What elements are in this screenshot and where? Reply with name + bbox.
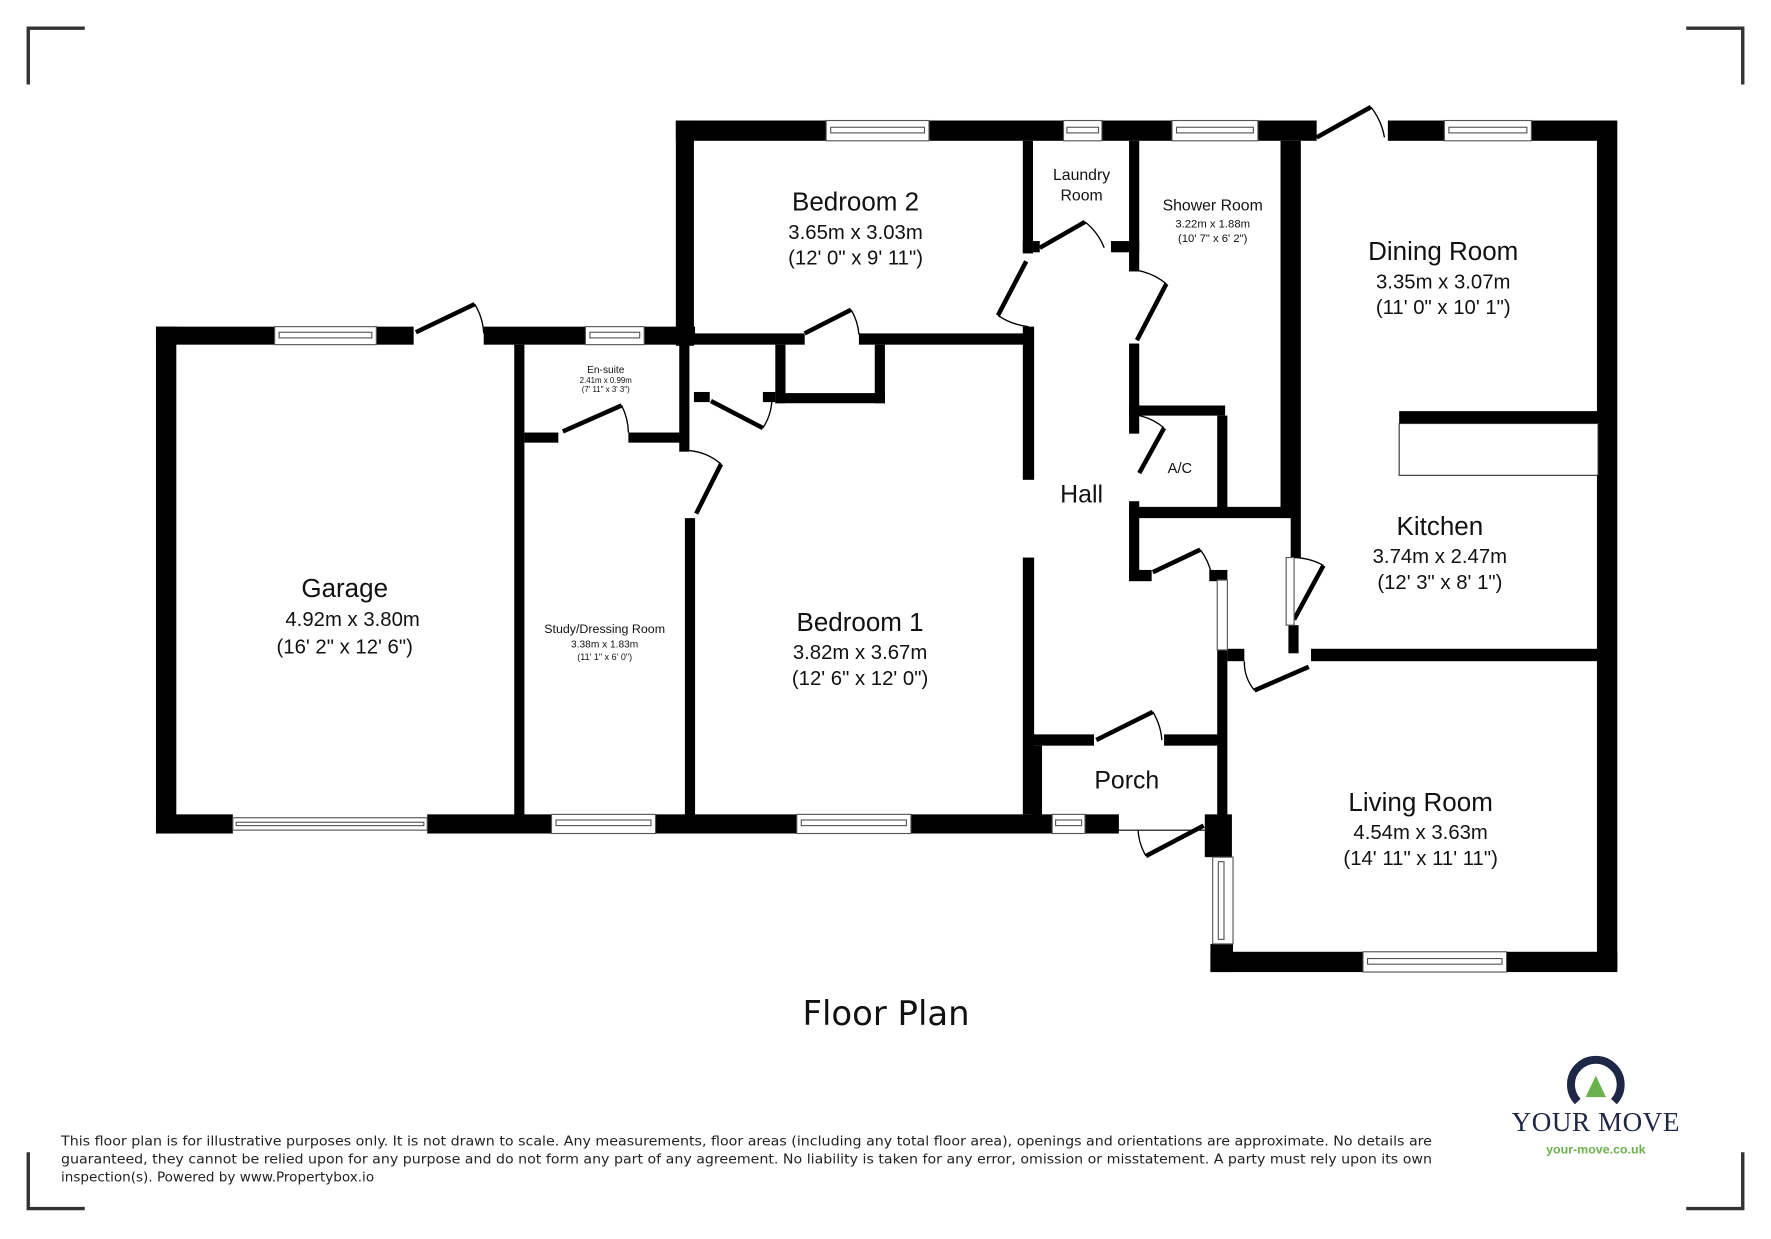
- svg-text:(11' 0" x 10' 1"): (11' 0" x 10' 1"): [1376, 297, 1511, 319]
- svg-text:Bedroom 1: Bedroom 1: [797, 609, 924, 637]
- logo-arrow-icon: [1585, 1075, 1606, 1098]
- window-ensuite: [584, 326, 645, 346]
- windows: [232, 119, 1532, 973]
- svg-text:4.92m x 3.80m: 4.92m x 3.80m: [285, 609, 419, 631]
- svg-text:This floor plan is for illustr: This floor plan is for illustrative purp…: [60, 1134, 1432, 1150]
- room-label-bedroom2: Bedroom 2 3.65m x 3.03m (12' 0" x 9' 11"…: [788, 189, 923, 270]
- room-label-hall: Hall: [1060, 481, 1103, 508]
- svg-text:2.41m x 0.99m: 2.41m x 0.99m: [580, 376, 633, 385]
- svg-text:(12' 3" x 8' 1"): (12' 3" x 8' 1"): [1377, 572, 1502, 594]
- svg-text:Living Room: Living Room: [1348, 789, 1492, 817]
- room-label-kitchen: Kitchen 3.74m x 2.47m (12' 3" x 8' 1"): [1373, 513, 1507, 594]
- window-dining: [1443, 119, 1532, 142]
- svg-text:Shower Room: Shower Room: [1163, 198, 1263, 215]
- svg-text:Garage: Garage: [301, 575, 388, 603]
- svg-text:inspection(s). Powered by www.: inspection(s). Powered by www.Propertybo…: [61, 1170, 374, 1186]
- window-bedroom1: [796, 813, 912, 835]
- room-label-ensuite: En-suite 2.41m x 0.99m (7' 11" x 3' 3"): [580, 365, 633, 394]
- svg-text:Laundry: Laundry: [1053, 167, 1110, 184]
- svg-text:3.65m x 3.03m: 3.65m x 3.03m: [788, 222, 922, 244]
- room-label-ac: A/C: [1168, 461, 1193, 477]
- window-study: [550, 813, 657, 835]
- svg-text:Room: Room: [1060, 188, 1102, 205]
- window-laundry: [1062, 119, 1103, 142]
- svg-text:(10' 7" x 6' 2"): (10' 7" x 6' 2"): [1178, 233, 1248, 245]
- svg-text:Hall: Hall: [1060, 481, 1103, 508]
- svg-text:guaranteed, they cannot be rel: guaranteed, they cannot be relied upon f…: [61, 1152, 1432, 1168]
- logo-ring-icon: [1567, 1055, 1625, 1105]
- svg-text:(11' 1" x 6' 0"): (11' 1" x 6' 0"): [577, 652, 632, 662]
- svg-text:(7' 11" x 3' 3"): (7' 11" x 3' 3"): [582, 385, 630, 394]
- room-label-dining: Dining Room 3.35m x 3.07m (11' 0" x 10' …: [1368, 238, 1518, 319]
- window-bedroom2: [825, 119, 930, 142]
- svg-text:(12' 6" x 12' 0"): (12' 6" x 12' 0"): [792, 668, 928, 690]
- window-garage-top: [274, 326, 377, 346]
- window-shower: [1171, 119, 1259, 142]
- window-living-bottom: [1362, 951, 1508, 973]
- svg-text:A/C: A/C: [1168, 461, 1193, 477]
- svg-text:3.35m x 3.07m: 3.35m x 3.07m: [1376, 271, 1510, 293]
- room-label-study: Study/Dressing Room 3.38m x 1.83m (11' 1…: [544, 622, 665, 662]
- window-living-side: [1212, 856, 1234, 945]
- disclaimer: This floor plan is for illustrative purp…: [60, 1134, 1432, 1186]
- room-label-living: Living Room 4.54m x 3.63m (14' 11" x 11'…: [1343, 789, 1497, 870]
- svg-text:Study/Dressing Room: Study/Dressing Room: [544, 622, 665, 636]
- doors: [414, 105, 1386, 859]
- svg-text:3.82m x 3.67m: 3.82m x 3.67m: [793, 642, 927, 664]
- room-label-laundry: Laundry Room: [1053, 167, 1110, 204]
- kitchen-counter: [1398, 422, 1599, 476]
- room-label-bedroom1: Bedroom 1 3.82m x 3.67m (12' 6" x 12' 0"…: [792, 609, 928, 690]
- svg-text:Dining Room: Dining Room: [1368, 238, 1518, 266]
- svg-text:3.38m x 1.83m: 3.38m x 1.83m: [571, 640, 638, 651]
- svg-text:(14' 11" x 11' 11"): (14' 11" x 11' 11"): [1343, 848, 1497, 870]
- svg-text:Bedroom 2: Bedroom 2: [792, 189, 919, 217]
- brand-logo[interactable]: YOUR MOVE your-move.co.uk: [1512, 1055, 1681, 1157]
- room-label-porch: Porch: [1094, 767, 1159, 794]
- walls: [155, 120, 1618, 973]
- window-garage-bottom: [232, 817, 428, 831]
- crop-marks: [26, 26, 1745, 1211]
- brand-name: YOUR MOVE: [1512, 1107, 1681, 1137]
- svg-text:(16' 2" x 12' 6"): (16' 2" x 12' 6"): [277, 636, 413, 658]
- window-porch: [1051, 813, 1086, 835]
- room-label-garage: Garage 4.92m x 3.80m (16' 2" x 12' 6"): [277, 575, 420, 658]
- svg-text:(12' 0" x 9' 11"): (12' 0" x 9' 11"): [788, 248, 923, 270]
- svg-text:3.74m x 2.47m: 3.74m x 2.47m: [1373, 546, 1507, 568]
- brand-url[interactable]: your-move.co.uk: [1546, 1142, 1646, 1156]
- svg-text:4.54m x 3.63m: 4.54m x 3.63m: [1353, 822, 1487, 844]
- svg-text:3.22m x 1.88m: 3.22m x 1.88m: [1175, 219, 1250, 231]
- plan-title: Floor Plan: [802, 994, 969, 1033]
- room-label-shower: Shower Room 3.22m x 1.88m (10' 7" x 6' 2…: [1163, 198, 1263, 246]
- svg-text:Porch: Porch: [1094, 767, 1159, 794]
- svg-text:Kitchen: Kitchen: [1397, 513, 1484, 541]
- svg-text:En-suite: En-suite: [587, 365, 625, 376]
